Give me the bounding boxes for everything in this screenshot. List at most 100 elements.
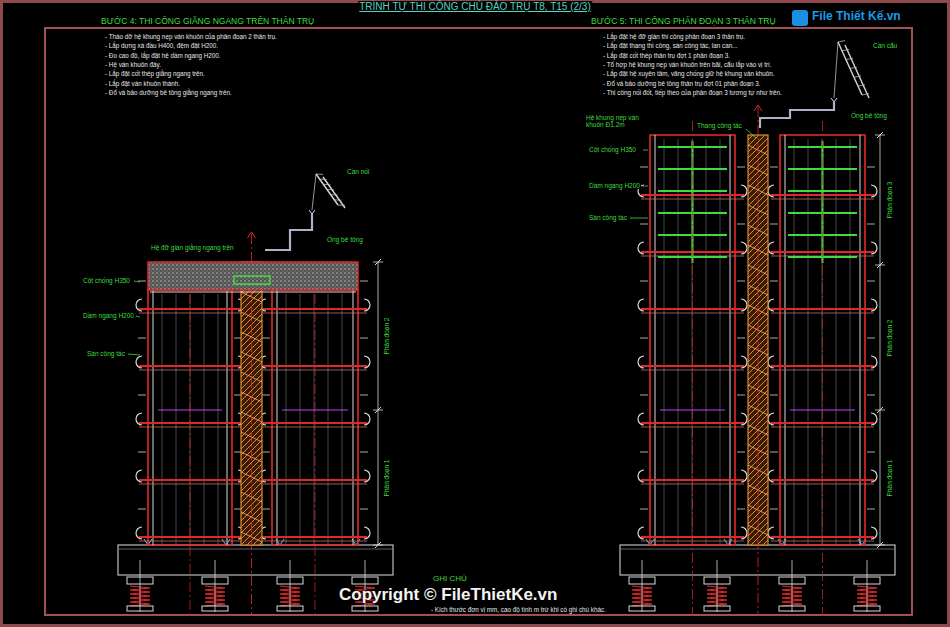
tie — [640, 167, 648, 168]
pier-elevation — [620, 105, 895, 616]
top-tie-beam — [148, 262, 358, 290]
bracket — [136, 527, 142, 539]
tie — [867, 509, 875, 510]
pile-axis — [140, 560, 141, 612]
part-label: Ống bê tông — [850, 112, 888, 119]
boom-lacing — [316, 174, 323, 175]
inner-frame — [45, 28, 912, 615]
note-line: - Tổ hợp hệ khung nẹp ván khuôn trên bãi… — [602, 61, 773, 68]
tie — [138, 281, 146, 282]
bracket — [768, 185, 774, 197]
pier-shaft — [260, 276, 370, 616]
tie — [867, 395, 875, 396]
dimension-label: Phân đoạn 1 — [886, 459, 893, 498]
boom-lacing — [323, 184, 330, 185]
part-label: Dầm ngang H200 — [82, 312, 135, 319]
pile-cap — [118, 545, 393, 575]
tie — [138, 452, 146, 453]
bracket — [741, 242, 747, 254]
logo-mark — [792, 10, 808, 26]
dimension — [378, 262, 379, 545]
bearing — [724, 539, 732, 545]
tie — [360, 338, 368, 339]
pile — [704, 560, 730, 612]
boom-chord — [316, 174, 338, 205]
logo-text: File Thiết Kế.vn — [811, 10, 902, 24]
tie — [737, 452, 745, 453]
pile-axis — [717, 560, 718, 612]
axis-line — [190, 276, 191, 616]
rebar — [218, 294, 219, 545]
note-line: - Lắp đặt cốt thép thân trụ đợt 1 phân đ… — [602, 52, 731, 59]
note-line: - Kích thước đơn vị mm, cao độ tính m tr… — [430, 606, 607, 613]
bracket — [768, 299, 774, 311]
dimension-tick — [375, 259, 381, 265]
tie — [737, 281, 745, 282]
note-line: - Thi công nối đốt, tiếp theo của phân đ… — [602, 89, 783, 96]
bracket — [364, 527, 370, 539]
note-line: - Đo cao độ, lắp đặt hệ dầm ngang H200. — [104, 52, 222, 59]
note-heading: GHI CHÚ — [432, 574, 468, 583]
tie — [737, 224, 745, 225]
platform — [641, 313, 744, 314]
dimension-tick — [877, 407, 883, 413]
dimension — [880, 135, 881, 545]
pile — [277, 560, 303, 612]
tie — [262, 395, 270, 396]
dimension-label: Phân đoạn 3 — [886, 181, 893, 220]
dimension-tick — [877, 542, 883, 548]
boom-lacing — [320, 179, 327, 180]
bracket — [871, 470, 877, 482]
leader-line — [746, 129, 756, 138]
tie — [262, 509, 270, 510]
bracket — [136, 413, 142, 425]
note-line: - Lắp đặt hệ đỡ giàn thi công phân đoạn … — [602, 33, 746, 40]
hook — [831, 98, 837, 102]
bracket — [768, 470, 774, 482]
bracket — [136, 356, 142, 368]
bracket — [638, 299, 644, 311]
stair-tower — [748, 135, 768, 545]
boom-lacing — [331, 194, 338, 195]
dimension-tick — [375, 542, 381, 548]
tie — [737, 395, 745, 396]
tie — [138, 338, 146, 339]
bracket — [364, 356, 370, 368]
rebar — [314, 294, 315, 545]
rebar — [655, 135, 656, 545]
pile-axis — [792, 560, 793, 612]
bracket — [741, 185, 747, 197]
pile-axis — [642, 560, 643, 612]
bracket — [136, 299, 142, 311]
leader-line — [643, 150, 648, 151]
pile — [854, 560, 880, 612]
rebar — [286, 294, 287, 545]
dimension-label: Phân đoạn 2 — [886, 319, 893, 358]
boom-chord — [845, 45, 869, 98]
boom-chord — [323, 177, 345, 208]
tie — [138, 395, 146, 396]
tie — [770, 281, 778, 282]
note-line: - Lắp đặt cốt thép giằng ngang trên. — [104, 70, 206, 77]
hoist-rope — [834, 42, 838, 98]
tie — [770, 338, 778, 339]
tie — [770, 452, 778, 453]
cross-beam — [771, 479, 874, 481]
bottom-formwork — [150, 291, 356, 292]
rebar — [353, 290, 354, 545]
boom-lacing — [327, 189, 334, 190]
pile-cap-line — [118, 549, 393, 550]
rebar — [153, 290, 154, 545]
boom-lacing — [854, 76, 861, 77]
tie — [737, 509, 745, 510]
boom-lacing — [862, 94, 869, 95]
leader-line — [128, 354, 140, 355]
note-line: - Lắp dựng xà đầu H400, đệm đặt H200. — [104, 42, 219, 49]
note-line: - Tháo dỡ hệ khung nẹp ván khuôn của phâ… — [104, 33, 278, 40]
tie — [770, 509, 778, 510]
tie — [867, 281, 875, 282]
platform — [771, 313, 874, 314]
bracket — [871, 242, 877, 254]
tie — [737, 338, 745, 339]
